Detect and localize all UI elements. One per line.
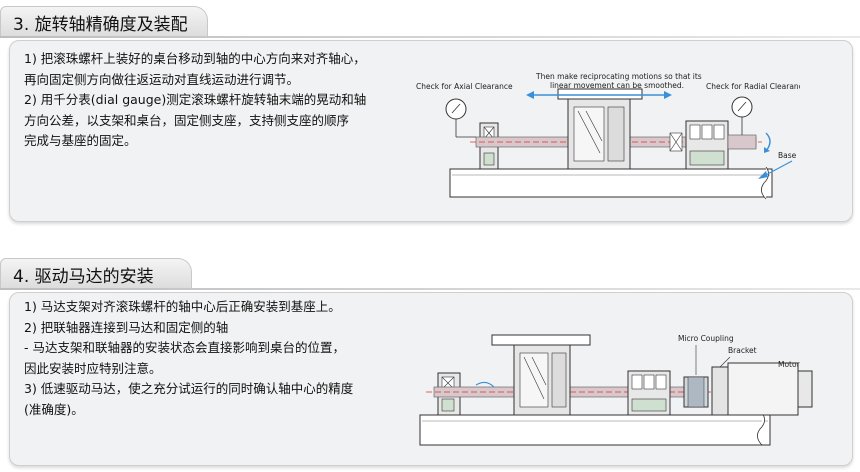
table-block	[491, 334, 591, 346]
table-block	[557, 88, 643, 100]
section-divider	[0, 288, 860, 290]
motor-label: Motor	[778, 360, 801, 369]
instruction-text: 1) 马达支架对齐滚珠螺杆的轴中心后正确安装到基座上。 2) 把联轴器连接到马达…	[24, 297, 353, 420]
section-divider	[0, 36, 860, 38]
ball-screw-alignment-diagram: Check for Axial Clearance Then make reci…	[416, 72, 800, 200]
coupling-label: Micro Coupling	[678, 334, 734, 343]
instruction-line: (准确度)。	[24, 401, 84, 417]
section-tab: 4. 驱动马达的安装	[0, 258, 192, 289]
instruction-line: 再向固定侧方向做往返运动对直线运动进行调节。	[24, 71, 300, 87]
motion-label: Then make reciprocating motions so that …	[535, 72, 702, 81]
instruction-line: 2) 用千分表(dial gauge)测定滚珠螺杆旋转轴末端的晃动和轴	[24, 92, 367, 107]
section-rotation-accuracy: 3. 旋转轴精确度及装配 1) 把滚珠螺杆上装好的桌台移动到轴的中心方向来对齐轴…	[0, 0, 860, 230]
rotation-icon	[765, 132, 771, 152]
axial-clearance-label: Check for Axial Clearance	[416, 82, 513, 91]
section-title: 3. 旋转轴精确度及装配	[13, 15, 188, 35]
section-title: 4. 驱动马达的安装	[13, 267, 154, 287]
instruction-line: 1) 马达支架对齐滚珠螺杆的轴中心后正确安装到基座上。	[24, 299, 341, 314]
instruction-text: 1) 把滚珠螺杆上装好的桌台移动到轴的中心方向来对齐轴心， 再向固定侧方向做往返…	[24, 49, 366, 152]
motor-body	[727, 362, 799, 416]
motor-bracket	[711, 366, 729, 416]
instruction-line: 方向公差，以支架和桌台，固定侧支座，支持侧支座的顺序	[24, 112, 350, 128]
instruction-line: 完成与基座的固定。	[24, 133, 137, 148]
motion-label: linear movement can be smoothed.	[550, 81, 684, 90]
base-block	[419, 414, 771, 446]
motor-installation-diagram: Micro Coupling Bracket Motor	[419, 334, 813, 446]
instruction-line: - 马达支架和联轴器的安装状态会直接影响到桌台的位置，	[24, 340, 345, 355]
content-panel: 1) 把滚珠螺杆上装好的桌台移动到轴的中心方向来对齐轴心， 再向固定侧方向做往返…	[9, 40, 853, 222]
instruction-line: 2) 把联轴器连接到马达和固定侧的轴	[24, 319, 229, 335]
section-motor-install: 4. 驱动马达的安装 1) 马达支架对齐滚珠螺杆的轴中心后正确安装到基座上。 2…	[0, 252, 860, 472]
section-tab: 3. 旋转轴精确度及装配	[0, 6, 208, 37]
base-block	[449, 168, 773, 198]
radial-clearance-label: Check for Radial Clearance	[706, 82, 800, 91]
bracket-label: Bracket	[728, 346, 757, 355]
base-label: Base	[778, 151, 797, 160]
instruction-line: 1) 把滚珠螺杆上装好的桌台移动到轴的中心方向来对齐轴心，	[24, 51, 366, 66]
instruction-line: 3) 低速驱动马达，使之充分试运行的同时确认轴中心的精度	[24, 381, 354, 396]
instruction-line: 因此安装时应特别注意。	[24, 360, 162, 376]
content-panel: 1) 马达支架对齐滚珠螺杆的轴中心后正确安装到基座上。 2) 把联轴器连接到马达…	[9, 292, 853, 466]
